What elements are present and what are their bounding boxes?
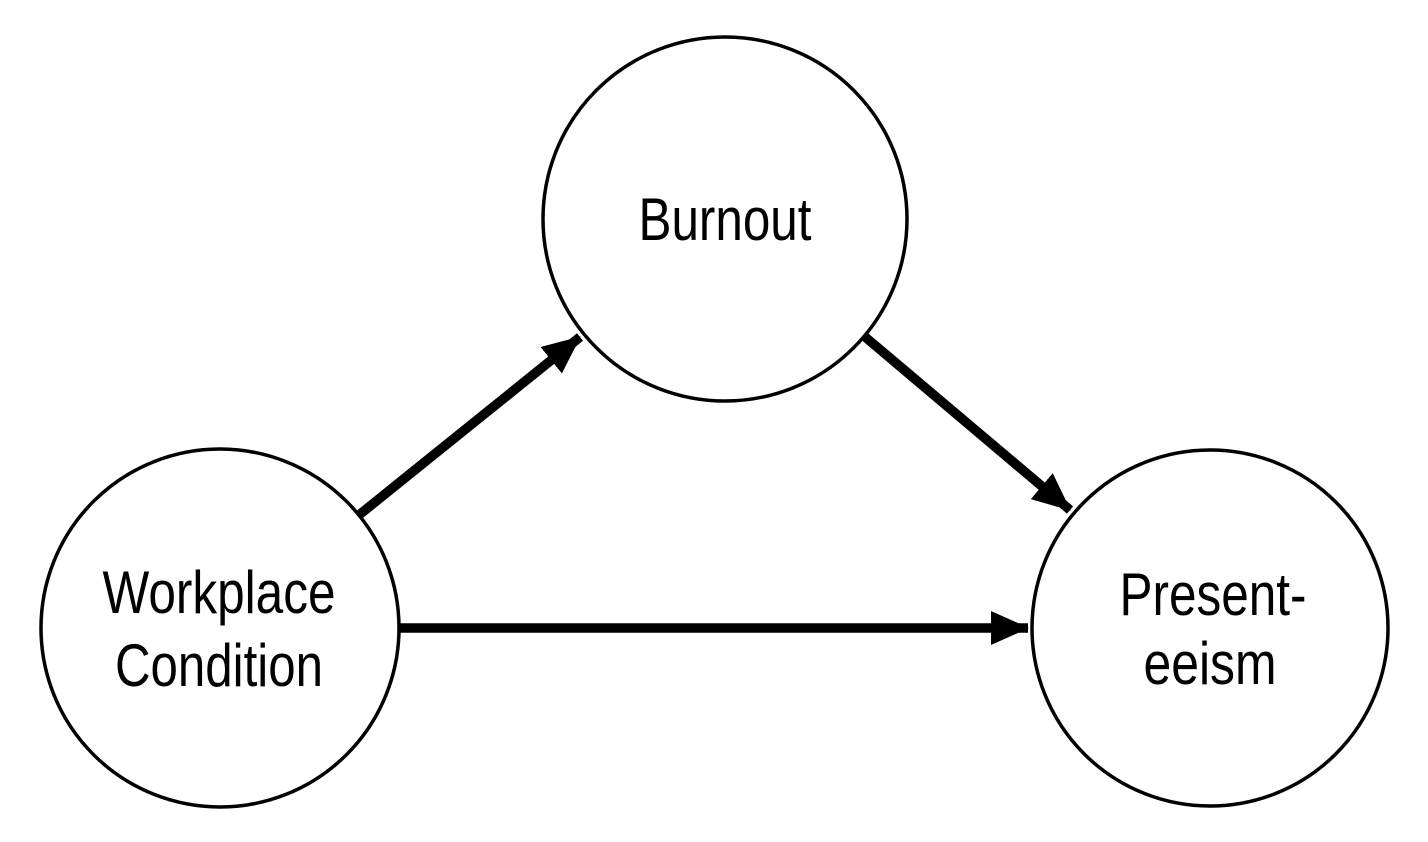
- workplace-condition-label-line2: Condition: [115, 632, 323, 699]
- burnout-node: [541, 35, 909, 403]
- presenteeism-node: [1030, 448, 1390, 808]
- workplace-condition-node: [39, 447, 401, 809]
- edge-burnout-to-presenteeism-arrow: [860, 332, 1074, 514]
- burnout-label: Burnout: [639, 186, 812, 253]
- edge-workplace-to-burnout-arrow: [356, 333, 583, 519]
- presenteeism-label-line2: eeism: [1144, 630, 1277, 697]
- presenteeism-label-line1: Present-: [1120, 561, 1307, 628]
- workplace-condition-label-line1: Workplace: [103, 559, 336, 626]
